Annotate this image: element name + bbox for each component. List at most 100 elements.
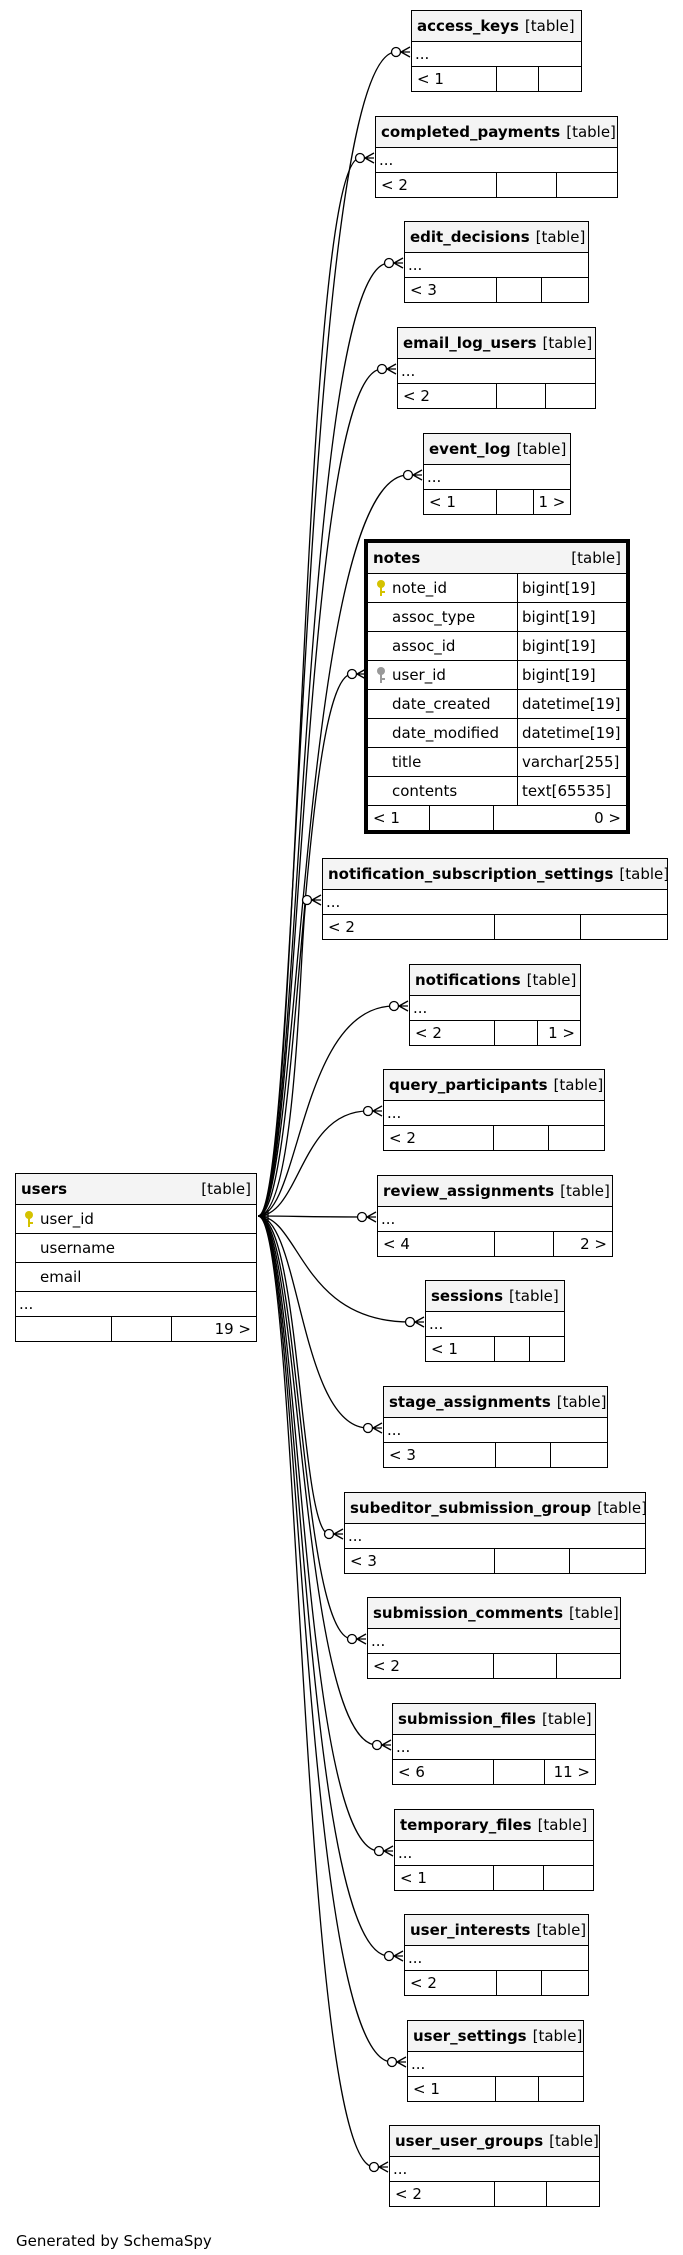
column-ellipsis: ... [345, 1524, 645, 1549]
many-marker [364, 152, 375, 164]
parents-count: < 1 [426, 1337, 495, 1361]
children-count [549, 1126, 604, 1150]
column-name: assoc_id [392, 637, 456, 655]
column-name: date_created [392, 695, 491, 713]
table-header: edit_decisions[table] [405, 222, 588, 253]
parents-count: < 3 [405, 278, 497, 302]
table-header: sessions[table] [426, 1281, 564, 1312]
table-query-participants[interactable]: query_participants[table] ... < 2 [383, 1069, 605, 1151]
column-name: date_modified [392, 724, 499, 742]
column-type: bigint[19] [517, 574, 626, 602]
many-marker [372, 1422, 383, 1434]
column-type: bigint[19] [517, 632, 626, 660]
table-type-label: [table] [556, 1393, 607, 1411]
table-sessions[interactable]: sessions[table] ... < 1 [425, 1280, 565, 1362]
table-header: subeditor_submission_group[table] [345, 1493, 645, 1524]
parents-count: < 2 [405, 1971, 497, 1995]
table-users[interactable]: users[table] user_id username email ... … [15, 1173, 257, 1342]
table-submission-comments[interactable]: submission_comments[table] ... < 2 [367, 1597, 621, 1679]
column-row[interactable]: date_modified datetime[19] [368, 719, 626, 748]
table-stage-assignments[interactable]: stage_assignments[table] ... < 3 [383, 1386, 608, 1468]
many-marker [372, 1105, 383, 1117]
table-type-label: [table] [516, 440, 567, 458]
column-row[interactable]: username [16, 1234, 256, 1263]
table-footer: < 1 [426, 1337, 564, 1361]
table-user-settings[interactable]: user_settings[table] ... < 1 [407, 2020, 584, 2102]
column-ellipsis: ... [393, 1735, 595, 1760]
relationship-line [257, 1005, 395, 1217]
table-temporary-files[interactable]: temporary_files[table] ... < 1 [394, 1809, 594, 1891]
column-ellipsis: ... [426, 1312, 564, 1337]
table-header: review_assignments[table] [378, 1176, 612, 1207]
column-type: bigint[19] [517, 661, 626, 689]
table-type-label: [table] [532, 2027, 583, 2045]
table-type-label: [table] [549, 2132, 599, 2150]
many-marker [393, 257, 404, 269]
table-email-log-users[interactable]: email_log_users[table] ... < 2 [397, 327, 596, 409]
zero-marker [383, 1950, 395, 1962]
column-row[interactable]: assoc_id bigint[19] [368, 632, 626, 661]
table-completed-payments[interactable]: completed_payments[table] ... < 2 [375, 116, 618, 198]
table-name: edit_decisions [410, 228, 530, 246]
column-name: email [40, 1268, 82, 1286]
children-count: 19 > [214, 1320, 251, 1338]
relationship-line [257, 1110, 369, 1217]
column-ellipsis: ... [384, 1101, 604, 1126]
table-footer: < 1 [408, 2077, 583, 2101]
column-type: datetime[19] [517, 719, 626, 747]
column-ellipsis: ... [405, 1946, 588, 1971]
column-row[interactable]: user_id [16, 1205, 256, 1234]
parents-count: < 2 [390, 2182, 495, 2206]
many-marker [393, 1950, 404, 1962]
table-subeditor-submission-group[interactable]: subeditor_submission_group[table] ... < … [344, 1492, 646, 1574]
table-edit-decisions[interactable]: edit_decisions[table] ... < 3 [404, 221, 589, 303]
column-row[interactable]: user_id bigint[19] [368, 661, 626, 690]
many-marker [381, 1739, 392, 1751]
relationship-line [257, 1215, 369, 1429]
table-header: submission_comments[table] [368, 1598, 620, 1629]
column-name: user_id [392, 666, 446, 684]
table-user-user-groups[interactable]: user_user_groups[table] ... < 2 [389, 2125, 600, 2207]
column-ellipsis: ... [368, 1629, 620, 1654]
relationship-line [257, 1215, 380, 1852]
many-marker [378, 2161, 389, 2173]
children-count [542, 1971, 588, 1995]
table-type-label: [table] [571, 549, 621, 567]
children-count [539, 67, 581, 91]
column-ellipsis: ... [424, 465, 570, 490]
column-type: varchar[255] [517, 748, 626, 776]
many-marker [383, 1845, 394, 1857]
zero-marker [373, 1845, 385, 1857]
table-footer: < 2 [384, 1126, 604, 1150]
column-ellipsis: ... [376, 148, 617, 173]
table-notification-subscription-settings[interactable]: notification_subscription_settings[table… [322, 858, 668, 940]
column-name: assoc_type [392, 608, 476, 626]
parents-count: < 2 [368, 1654, 494, 1678]
table-footer: < 3 [384, 1443, 607, 1467]
column-ellipsis: ... [410, 996, 580, 1021]
table-footer: < 2 [398, 384, 595, 408]
column-row[interactable]: email [16, 1263, 256, 1292]
generated-by-footer: Generated by SchemaSpy [16, 2232, 212, 2250]
children-count: 2 > [580, 1235, 607, 1253]
table-name: sessions [431, 1287, 504, 1305]
table-name: submission_files [398, 1710, 536, 1728]
table-access-keys[interactable]: access_keys[table] ... < 1 [411, 10, 582, 92]
table-type-label: [table] [542, 334, 593, 352]
table-user-interests[interactable]: user_interests[table] ... < 2 [404, 1914, 589, 1996]
